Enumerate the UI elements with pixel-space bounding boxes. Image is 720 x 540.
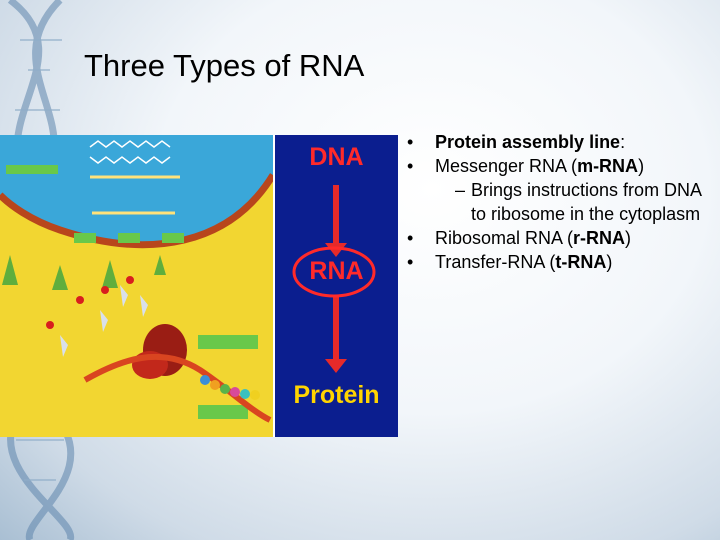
bullet-bold-text: Protein assembly line xyxy=(435,132,621,152)
bullet-text: Transfer-RNA ( xyxy=(435,252,556,272)
bullet-marker: • xyxy=(407,252,414,272)
bullet-list: • Protein assembly line: • Messenger RNA… xyxy=(407,130,707,274)
rna-figure: DNA RNA Protein xyxy=(0,135,398,437)
bullet-abbr: r-RNA xyxy=(573,228,626,248)
sub-bullet-marker: – xyxy=(454,180,465,200)
bullet-item: • Protein assembly line: xyxy=(407,130,707,154)
bullet-item: • Transfer-RNA (t-RNA) xyxy=(407,250,707,274)
dna-label: DNA xyxy=(309,143,364,171)
bullet-text: Ribosomal RNA ( xyxy=(435,228,574,248)
bullet-abbr: m-RNA xyxy=(577,156,639,176)
central-dogma-panel: DNA RNA Protein xyxy=(275,135,398,437)
slide-title: Three Types of RNA xyxy=(84,48,365,83)
bullet-item: • Messenger RNA (m-RNA) xyxy=(407,154,707,178)
rna-label: RNA xyxy=(309,257,364,285)
sub-bullet-text: Brings instructions from DNA to ribosome… xyxy=(471,180,702,224)
protein-label: Protein xyxy=(293,381,380,409)
bullet-marker: • xyxy=(407,156,414,176)
sub-bullet-item: – Brings instructions from DNA to riboso… xyxy=(431,178,707,226)
bullet-suffix: ) xyxy=(638,156,645,176)
cell-illustration xyxy=(0,135,273,437)
cell-diagram xyxy=(0,135,273,423)
bullet-marker: • xyxy=(407,132,414,152)
bullet-suffix: : xyxy=(620,132,626,152)
bullet-marker: • xyxy=(407,228,414,248)
bullet-item: • Ribosomal RNA (r-RNA) xyxy=(407,226,707,250)
bullet-suffix: ) xyxy=(625,228,632,248)
bullet-suffix: ) xyxy=(606,252,613,272)
bullet-text: Messenger RNA ( xyxy=(435,156,578,176)
flow-arrows xyxy=(292,185,376,373)
bullet-abbr: t-RNA xyxy=(555,252,607,272)
